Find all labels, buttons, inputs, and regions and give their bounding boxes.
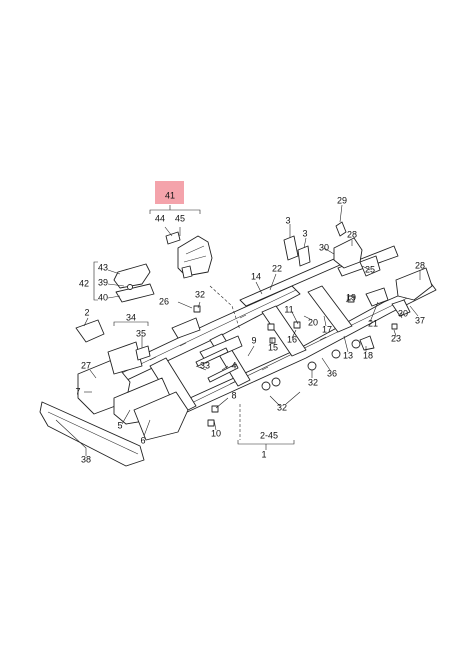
callout-3-left: 3: [285, 215, 290, 225]
callout-19: 19: [346, 292, 356, 302]
callout-40: 40: [98, 292, 108, 302]
callout-20: 20: [308, 317, 318, 327]
callout-36: 36: [327, 368, 337, 378]
callout-28-right: 28: [415, 260, 425, 270]
callout-18: 18: [363, 350, 373, 360]
callout-13: 13: [343, 350, 353, 360]
heat-shield-assembly: [165, 231, 213, 279]
callout-38: 38: [81, 454, 91, 464]
rear-section: [333, 237, 433, 317]
callout-10: 10: [211, 428, 221, 438]
callout-29: 29: [337, 195, 347, 205]
callout-4: 4: [231, 360, 236, 370]
callout-25: 25: [365, 264, 375, 274]
callout-9: 9: [251, 335, 256, 345]
callout-27: 27: [81, 360, 91, 370]
callout-45: 45: [175, 213, 185, 223]
callout-28-upper: 28: [347, 229, 357, 239]
callout-39: 39: [98, 277, 108, 287]
callout-8: 8: [231, 390, 236, 400]
callout-32-upper: 32: [195, 289, 205, 299]
callout-30-upper: 30: [319, 242, 329, 252]
callout-7: 7: [75, 386, 80, 396]
callout-21: 21: [368, 318, 378, 328]
front-bumper-38: [39, 401, 145, 467]
callout-3-right: 3: [302, 228, 307, 238]
callout-17: 17: [322, 324, 332, 334]
callout-37: 37: [415, 315, 425, 325]
callout-14: 14: [251, 271, 261, 281]
leader-lines: [55, 204, 421, 456]
callout-2-45: 2-45: [260, 430, 278, 440]
mount-bracket-assembly: [113, 263, 155, 303]
callout-1: 1: [261, 449, 266, 459]
parts-drawing: [39, 221, 437, 467]
callout-23: 23: [391, 333, 401, 343]
callout-33: 33: [200, 360, 210, 370]
callout-32-right: 32: [308, 377, 318, 387]
callout-6: 6: [140, 435, 145, 445]
callout-42: 42: [79, 278, 89, 288]
front-section: [75, 317, 243, 441]
callout-35: 35: [136, 328, 146, 338]
callout-34: 34: [126, 312, 136, 322]
callout-41: 41: [165, 190, 175, 200]
callout-44: 44: [155, 213, 165, 223]
highlight-box-41: [155, 181, 184, 204]
callout-labels: 41 44 45 43 42 39 40 2 34 35 27 7 38 5 6…: [75, 190, 425, 464]
callout-32-lower: 32: [277, 402, 287, 412]
callout-43: 43: [98, 262, 108, 272]
callout-11: 11: [284, 304, 293, 314]
callout-26: 26: [159, 296, 169, 306]
callout-22: 22: [272, 263, 282, 273]
callout-16: 16: [287, 334, 297, 344]
callout-5: 5: [117, 420, 122, 430]
callout-30-right: 30: [398, 308, 408, 318]
callout-15: 15: [268, 342, 278, 352]
callout-2: 2: [84, 307, 89, 317]
